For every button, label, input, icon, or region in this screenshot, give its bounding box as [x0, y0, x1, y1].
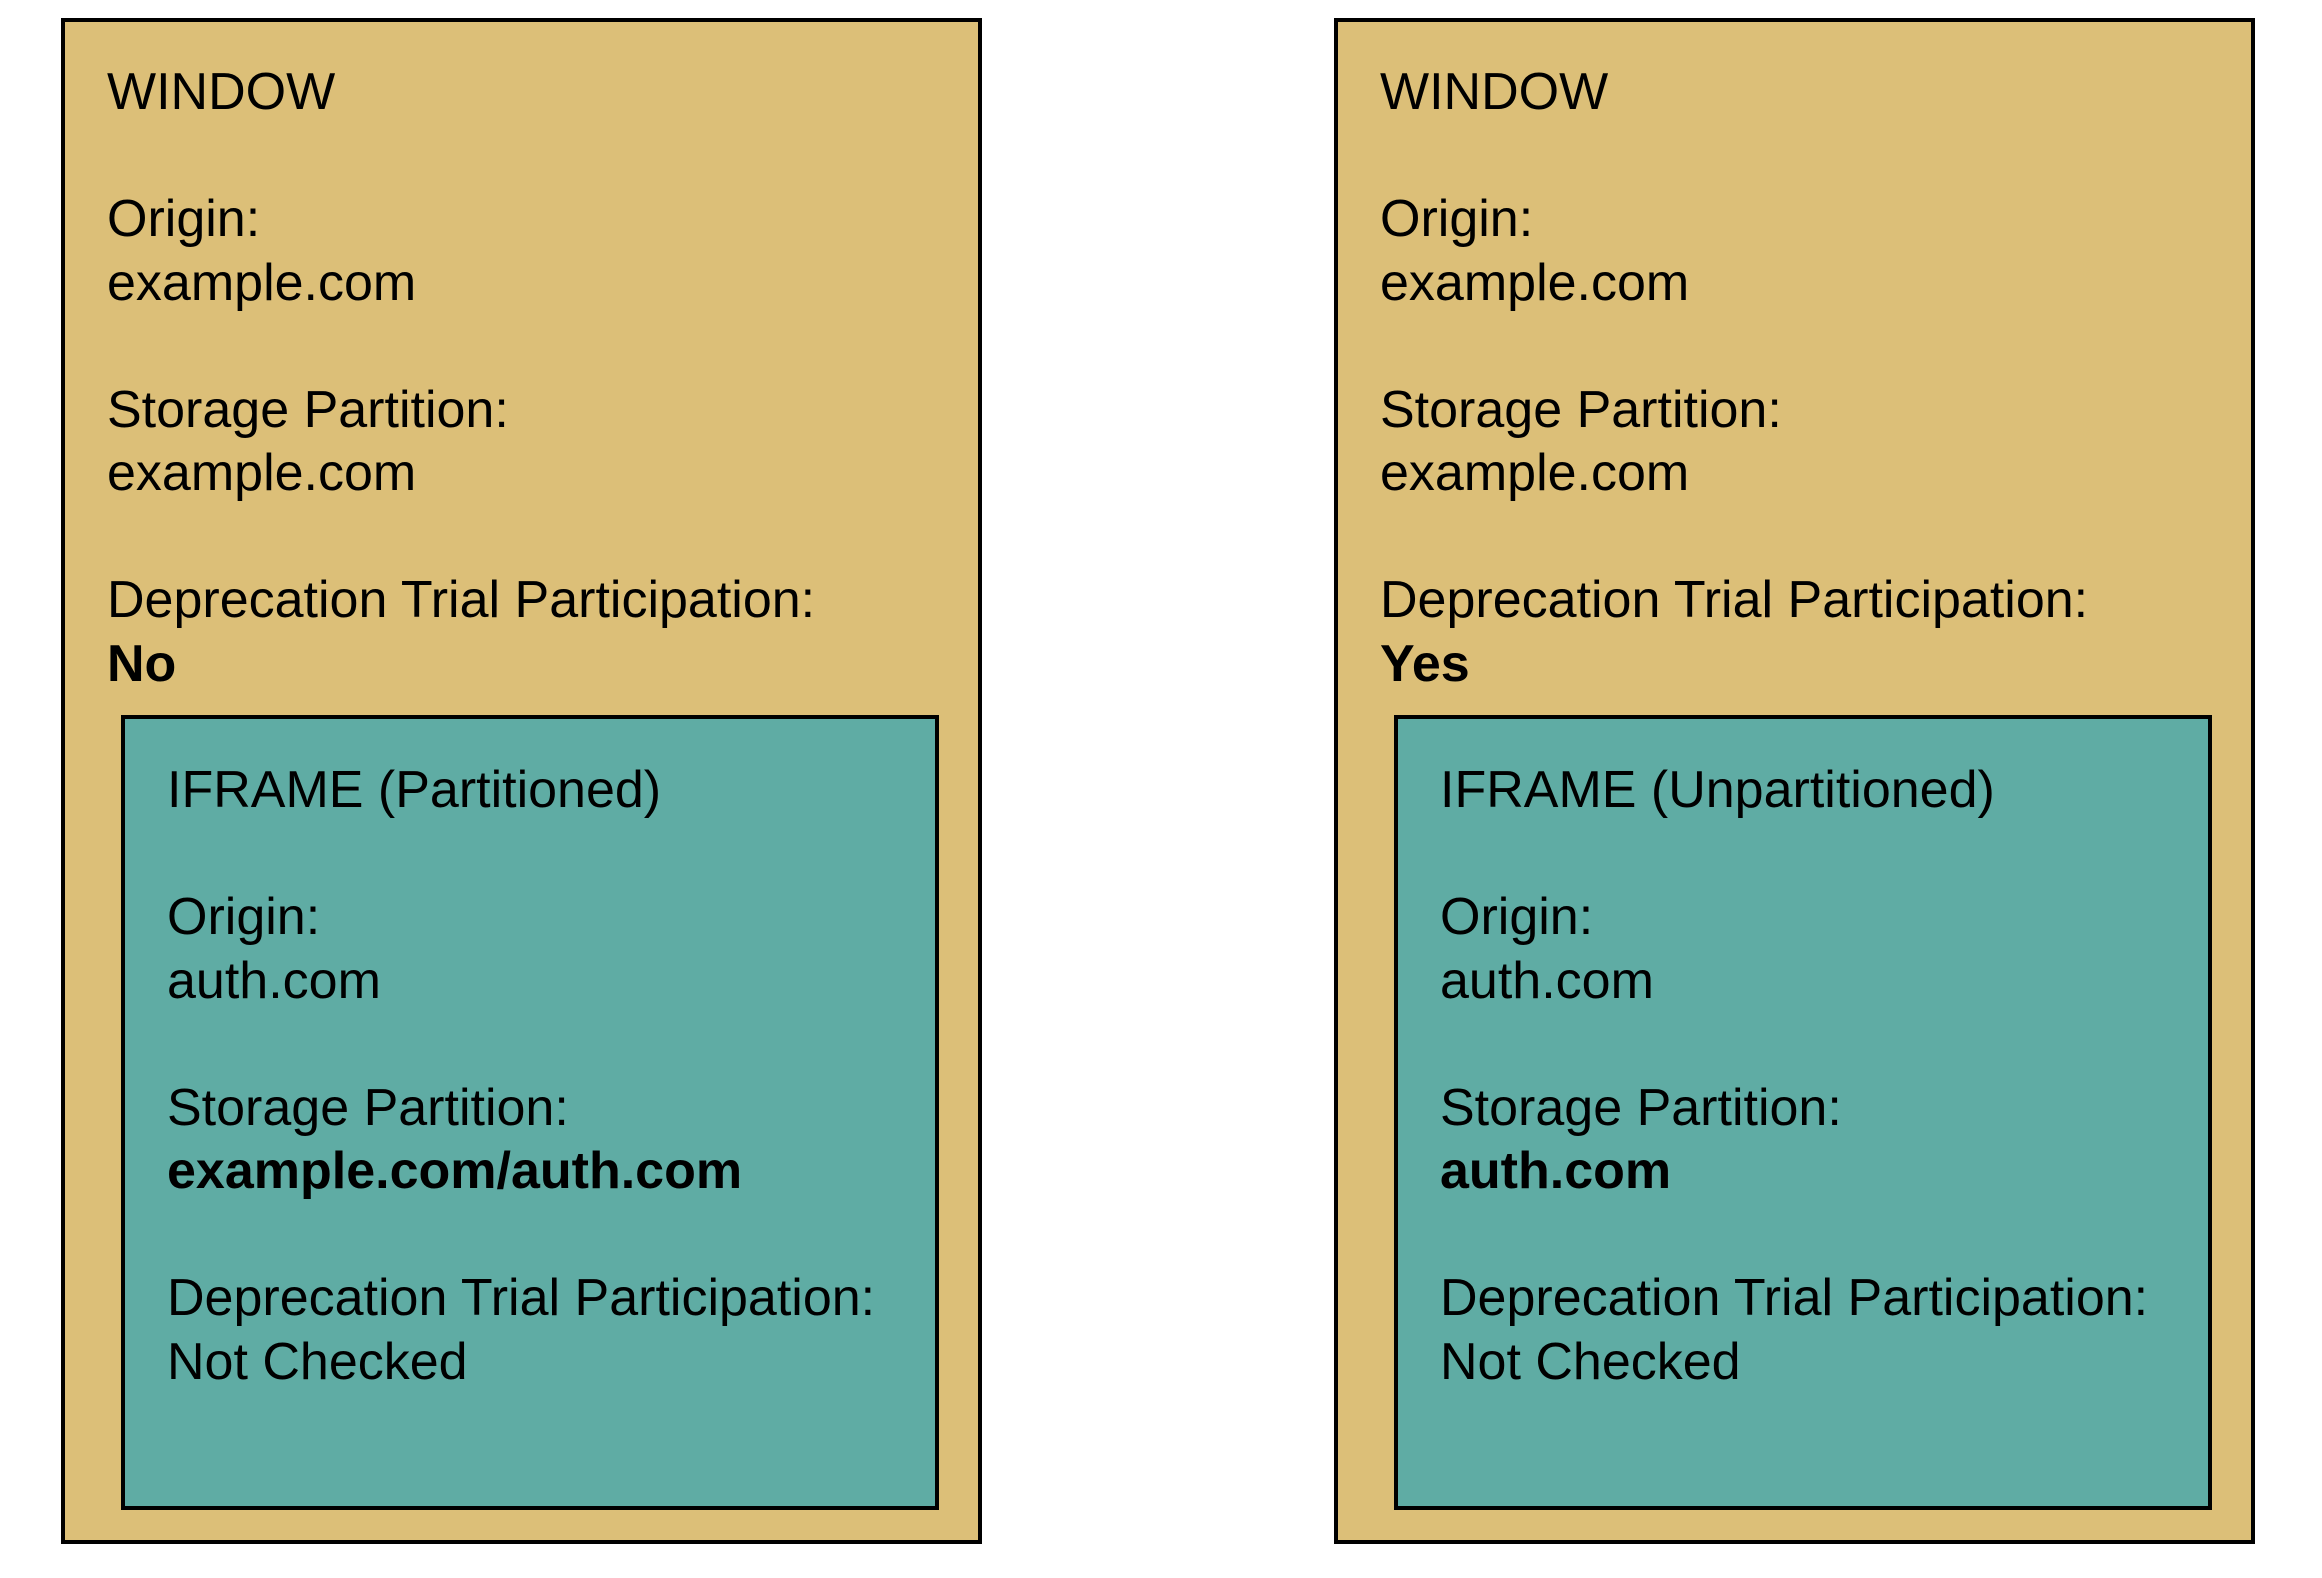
iframe-text: IFRAME (Partitioned) Origin: auth.com St… — [167, 759, 875, 1394]
trial-value: No — [107, 634, 177, 693]
partition-value: example.com — [107, 444, 417, 502]
window-title: WINDOW — [107, 63, 336, 121]
partition-label: Storage Partition: — [1380, 380, 1782, 439]
origin-label: Origin: — [1380, 190, 1534, 248]
iframe-box: IFRAME (Partitioned) Origin: auth.com St… — [121, 715, 939, 1510]
origin-label: Origin: — [167, 888, 321, 946]
origin-label: Origin: — [107, 190, 261, 248]
origin-value: auth.com — [1440, 951, 1654, 1010]
origin-label: Origin: — [1440, 888, 1594, 946]
trial-value: Not Checked — [1440, 1332, 1741, 1391]
trial-value: Not Checked — [167, 1332, 468, 1391]
partition-label: Storage Partition: — [167, 1078, 569, 1137]
iframe-text: IFRAME (Unpartitioned) Origin: auth.com … — [1440, 759, 2148, 1394]
trial-label: Deprecation Trial Participation: — [167, 1269, 876, 1327]
trial-label: Deprecation Trial Participation: — [1440, 1269, 2149, 1327]
trial-label: Deprecation Trial Participation: — [1380, 571, 2089, 629]
partition-value: example.com/auth.com — [167, 1142, 743, 1200]
window-box-right: WINDOW Origin: example.com Storage Parti… — [1334, 18, 2255, 1544]
origin-value: auth.com — [167, 951, 381, 1010]
partition-value: example.com — [1380, 444, 1690, 502]
window-title: WINDOW — [1380, 63, 1609, 121]
origin-value: example.com — [107, 253, 417, 312]
window-box-left: WINDOW Origin: example.com Storage Parti… — [61, 18, 982, 1544]
iframe-title: IFRAME (Partitioned) — [167, 761, 662, 819]
partition-label: Storage Partition: — [107, 380, 509, 439]
window-text: WINDOW Origin: example.com Storage Parti… — [1380, 61, 2088, 696]
iframe-box: IFRAME (Unpartitioned) Origin: auth.com … — [1394, 715, 2212, 1510]
window-text: WINDOW Origin: example.com Storage Parti… — [107, 61, 815, 696]
trial-label: Deprecation Trial Participation: — [107, 571, 816, 629]
trial-value: Yes — [1380, 634, 1470, 693]
partition-label: Storage Partition: — [1440, 1078, 1842, 1137]
partition-value: auth.com — [1440, 1142, 1672, 1200]
origin-value: example.com — [1380, 253, 1690, 312]
iframe-title: IFRAME (Unpartitioned) — [1440, 761, 1995, 819]
